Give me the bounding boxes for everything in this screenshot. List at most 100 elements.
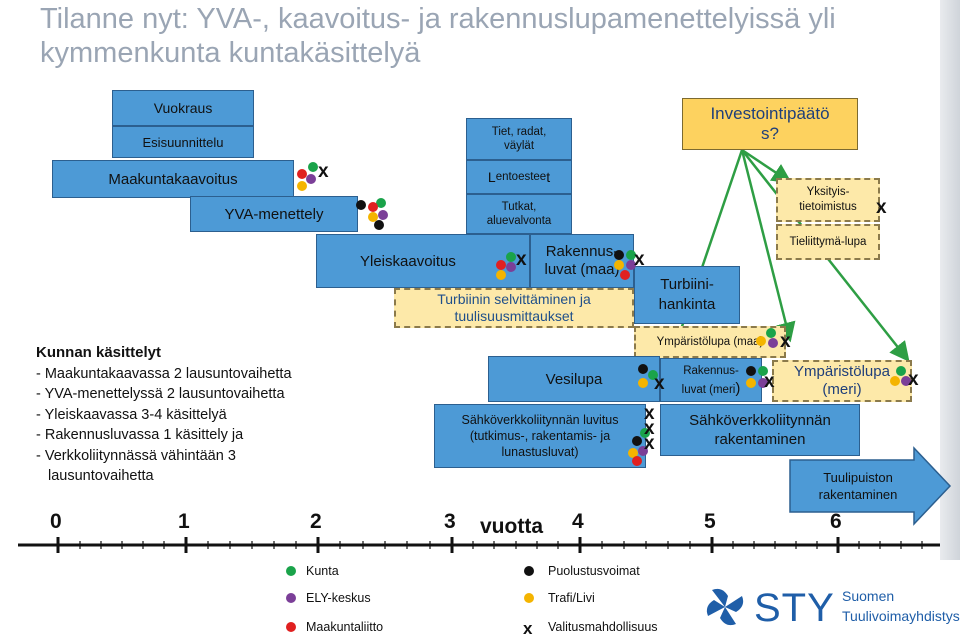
x-ymparistolupa-meri: x [908, 369, 919, 390]
bar-vesilupa: Vesilupa [488, 356, 660, 402]
axis-tick-0: 0 [50, 510, 62, 533]
axis-tick-4: 4 [572, 510, 584, 533]
legend-trafi: Trafi/Livi [548, 591, 595, 605]
axis-tick-5: 5 [704, 510, 716, 533]
dot-puolustus [356, 200, 366, 210]
sty-line-1: Suomen [842, 588, 895, 604]
legend-valitus: Valitusmahdollisuus [548, 620, 658, 634]
axis-tick-6: 6 [830, 510, 842, 533]
dot-puolustus [632, 436, 642, 446]
dot-puolustus [638, 364, 648, 374]
x-rakennusluvat-maa: x [634, 249, 645, 270]
dot-puolustus [614, 250, 624, 260]
bar-yleiskaavoitus: Yleiskaavoitus [316, 234, 530, 288]
kunnan-item: lausuntovaihetta [48, 468, 154, 484]
dot-ely [638, 446, 648, 456]
legend-ely: ELY-keskus [306, 591, 371, 605]
vesilupa-label: Vesilupa [545, 370, 603, 388]
kunnan-item: - YVA-menettelyssä 2 lausuntovaihetta [36, 386, 285, 402]
yksityis-line-1: Yksityis- [806, 186, 850, 198]
x-rakennusluvat-meri: x [764, 371, 775, 392]
legend-puolustus-icon [524, 566, 534, 576]
investointi-line-1: Investointipäätö [710, 104, 830, 123]
dot-ely [626, 260, 636, 270]
dot-ely [901, 376, 911, 386]
dot-trafi [297, 181, 307, 191]
turbiinin-line-2: tuulisuusmittaukset [454, 308, 574, 324]
tiet-line-1: Tiet, radat, [491, 126, 547, 138]
sahko-luvitus-line-2: (tutkimus-, rakentamis- ja [469, 429, 611, 443]
dot-maakuntaliitto [297, 169, 307, 179]
dot-trafi [756, 336, 766, 346]
bar-yleiskaavoitus-label: Yleiskaavoitus [360, 252, 456, 270]
rakennusluvat-meri-line-2: luvat (meri) [681, 379, 741, 397]
dot-kunta [758, 366, 768, 376]
dot-kunta [308, 162, 318, 172]
axis-label-vuotta: vuotta [480, 515, 543, 538]
bar-yva-menettely: YVA-menettely [190, 196, 358, 232]
x-sahko-luvitus-1: x [644, 403, 655, 424]
dot-trafi [638, 378, 648, 388]
bar-yva-label: YVA-menettely [224, 205, 324, 223]
box-investointipaatos: Investointipäätö s? [682, 98, 858, 150]
legend-puolustusvoimat: Puolustusvoimat [548, 564, 640, 578]
x-sahko-luvitus-2: x [644, 418, 655, 439]
sahko-rak-line-2: rakentaminen [714, 431, 806, 448]
x-sahko-luvitus-3: x [644, 433, 655, 454]
ymparistolupa-meri-line-2: (meri) [822, 381, 862, 398]
dot-puolustus [746, 366, 756, 376]
legend-x-icon: x [523, 619, 533, 638]
turbiinihankinta-line-2: hankinta [658, 296, 716, 313]
bar-turbiinin-selvittaminen: Turbiinin selvittäminen ja tuulisuusmitt… [394, 288, 634, 328]
sty-logo: STY Suomen Tuulivoimayhdistys ry [700, 576, 960, 638]
bar-sahkoverkko-rakentaminen: Sähköverkkoliitynnän rakentaminen [660, 404, 860, 456]
dot-kunta [626, 250, 636, 260]
bar-esisuunnittelu-label: Esisuunnittelu [142, 134, 224, 150]
sahko-luvitus-line-1: Sähköverkkoliitynnän luvitus [461, 413, 619, 427]
dot-kunta [766, 328, 776, 338]
right-edge-strip [940, 0, 960, 560]
sty-pinwheel-icon [706, 588, 744, 626]
sahko-rak-line-1: Sähköverkkoliitynnän [689, 412, 831, 429]
box-tieliittymalupa: Tieliittymä-lupa [776, 224, 880, 260]
dot-puolustus [374, 220, 384, 230]
bar-tiet-radat: Tiet, radat, väylät [466, 118, 572, 160]
ymparistolupa-meri-line-1: Ympäristölupa [794, 363, 890, 380]
kunnan-item: - Maakuntakaavassa 2 lausuntovaihetta [36, 365, 292, 382]
lentoesteet-L: L [487, 169, 496, 185]
x-yksityistietoimitus: x [876, 197, 887, 218]
legend-maakuntaliitto-icon [286, 622, 296, 632]
dot-kunta [640, 428, 650, 438]
legend-maakuntaliitto: Maakuntaliitto [306, 620, 384, 634]
lentoesteet-end: t [546, 169, 551, 185]
kunnan-item: - Rakennusluvassa 1 käsittely ja [36, 427, 244, 443]
x-vesilupa: x [654, 373, 665, 394]
yksityis-line-2: tietoimistus [799, 201, 857, 213]
turbiinihankinta-line-1: Turbiini- [660, 276, 714, 293]
bar-tutkat: Tutkat, aluevalvonta [466, 194, 572, 234]
x-ymparistolupa-maa: x [780, 331, 791, 352]
dot-trafi [368, 212, 378, 222]
axis-tick-1: 1 [178, 510, 190, 533]
rakennusluvat-meri-line-1: Rakennus- [683, 364, 739, 377]
title-line-2: kymmenkunta kuntakäsittelyä [40, 37, 421, 69]
dot-kunta [376, 198, 386, 208]
bar-esisuunnittelu: Esisuunnittelu [112, 126, 254, 158]
axis-tick-2: 2 [310, 510, 322, 533]
bar-turbiinihankinta: Turbiini- hankinta [634, 266, 740, 324]
dot-ely [758, 378, 768, 388]
legend-kunta-icon [286, 566, 296, 576]
legend-kunta: Kunta [306, 564, 339, 578]
dot-trafi [496, 270, 506, 280]
x-maakuntakaava: x [318, 161, 329, 182]
dot-trafi [890, 376, 900, 386]
legend-ely-icon [286, 593, 296, 603]
kunnan-heading: Kunnan käsittelyt [36, 344, 162, 361]
dot-ely [506, 262, 516, 272]
sty-brand: STY [754, 586, 835, 630]
rakennusluvat-maa-line-2: luvat (maa) [544, 261, 620, 278]
dot-kunta [648, 370, 658, 380]
dot-trafi [628, 448, 638, 458]
kunnan-item: - Yleiskaavassa 3-4 käsittelyä [36, 406, 227, 423]
